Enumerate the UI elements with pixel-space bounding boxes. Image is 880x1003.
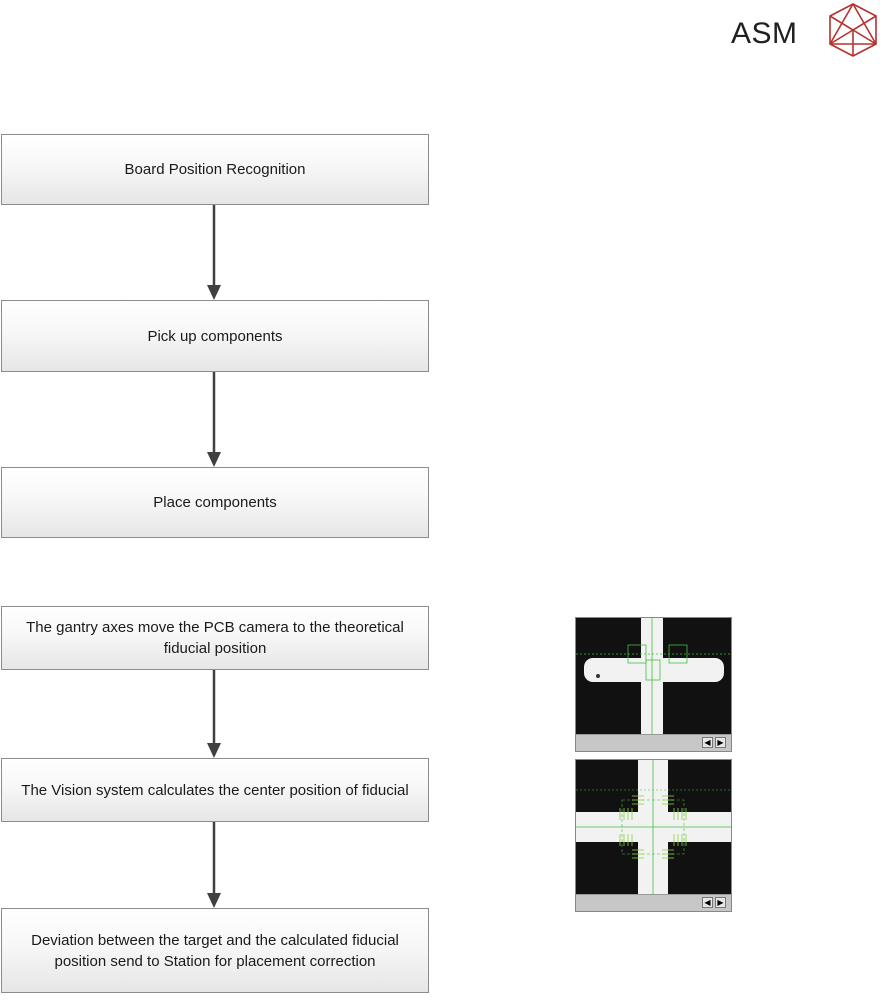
arrow-down-icon xyxy=(207,372,221,467)
step-label: The gantry axes move the PCB camera to t… xyxy=(26,619,404,657)
fiducial-cross-measured-image xyxy=(576,760,731,895)
step-label: Place components xyxy=(153,494,277,511)
step-label: Pick up components xyxy=(147,327,283,345)
step-label: Deviation between the target and the cal… xyxy=(31,931,399,970)
logo-mark-icon xyxy=(829,3,877,57)
step-gantry-move-camera: The gantry axes move the PCB camera to t… xyxy=(1,606,429,670)
step-label: The Vision system calculates the center … xyxy=(21,781,409,799)
next-button[interactable]: ▶ xyxy=(715,897,726,908)
arrow-down-icon xyxy=(207,670,221,758)
status-bar: ◀ ▶ xyxy=(576,894,731,911)
prev-button[interactable]: ◀ xyxy=(702,737,713,748)
step-place-components: Place components xyxy=(1,467,429,538)
asm-logo: ASM xyxy=(731,2,880,58)
arrow-down-icon xyxy=(207,205,221,300)
camera-view-calculated: ◀ ▶ xyxy=(575,759,732,912)
status-bar: ◀ ▶ xyxy=(576,734,731,751)
step-label: Board Position Recognition xyxy=(124,161,306,178)
camera-view-theoretical: ◀ ▶ xyxy=(575,617,732,752)
next-button[interactable]: ▶ xyxy=(715,737,726,748)
logo-text: ASM xyxy=(731,17,798,50)
step-deviation-correction: Deviation between the target and the cal… xyxy=(1,908,429,993)
fiducial-cross-image xyxy=(576,618,731,735)
step-pick-up-components: Pick up components xyxy=(1,300,429,372)
prev-button[interactable]: ◀ xyxy=(702,897,713,908)
arrow-down-icon xyxy=(207,822,221,908)
step-board-position-recognition: Board Position Recognition xyxy=(1,134,429,205)
step-vision-calculates-center: The Vision system calculates the center … xyxy=(1,758,429,822)
